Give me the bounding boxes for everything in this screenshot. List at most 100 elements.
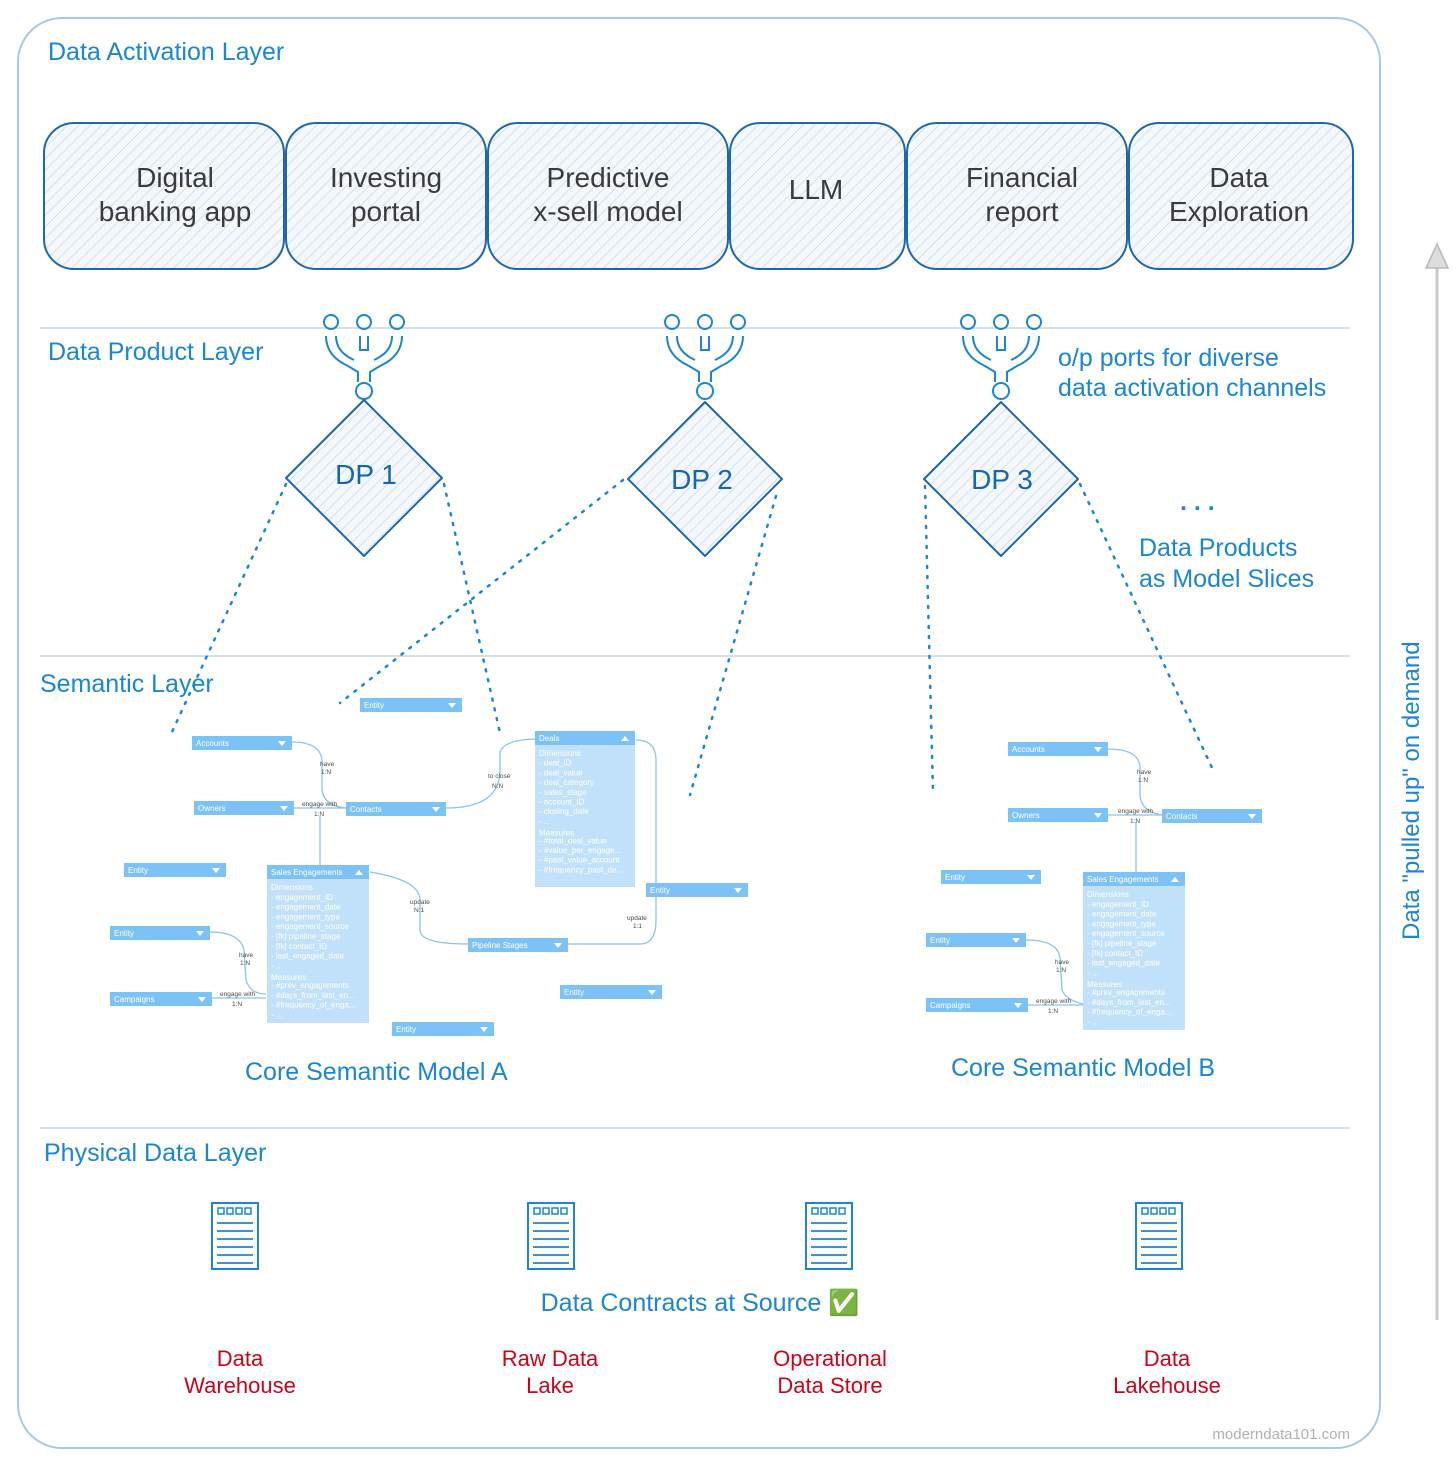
entity-field: - ...	[271, 961, 283, 970]
semantic-layer-title: Semantic Layer	[40, 670, 214, 698]
entity-label: Entity	[930, 936, 950, 945]
source-label: Warehouse	[184, 1373, 296, 1398]
data-product-1[interactable]: DP 1	[285, 399, 443, 557]
product-layer-title: Data Product Layer	[48, 338, 263, 366]
ports-note: o/p ports for diverse	[1058, 344, 1279, 372]
chevron-down-icon	[280, 806, 288, 811]
chevron-down-icon	[448, 703, 456, 708]
entity-bar[interactable]: Entity	[941, 870, 1041, 884]
rel-label: to close	[488, 773, 511, 780]
entity-field: - #value_per_engage...	[539, 846, 621, 855]
entity-contacts[interactable]: Contacts	[346, 802, 446, 816]
entity-label: Entity	[945, 873, 965, 882]
rel-label: have	[320, 761, 334, 768]
rel-label: 1:1	[633, 923, 642, 930]
entity-field: - sales_stage	[539, 788, 587, 797]
entity-contacts[interactable]: Contacts	[1162, 809, 1262, 823]
entity-campaigns[interactable]: Campaigns	[926, 998, 1028, 1012]
entity-label: Entity	[396, 1025, 416, 1034]
rel-label: 1:N	[240, 960, 250, 967]
app-label: Financial	[966, 162, 1078, 193]
rel-label: update	[410, 899, 430, 906]
entity-field: - #frequency_of_enga...	[271, 1001, 356, 1010]
rel-label: 1:N	[1048, 1008, 1058, 1015]
rel-label: 1:N	[1138, 777, 1148, 784]
entity-field: - [fk] contact_ID	[1087, 949, 1143, 958]
entity-label: Campaigns	[114, 995, 154, 1004]
entity-field: - #prev_engagements	[271, 981, 349, 990]
data-product-2[interactable]: DP 2	[627, 401, 783, 557]
dp-label: DP 2	[671, 464, 733, 495]
entity-field: - [fk] pipeline_stage	[1087, 939, 1157, 948]
app-llm[interactable]: LLM	[729, 122, 906, 270]
entity-field: - #frequency_of_enga...	[1087, 1008, 1172, 1017]
entity-bar[interactable]: Entity	[124, 863, 226, 877]
source-label: Operational	[773, 1346, 887, 1371]
entity-field: - engagement_ID	[1087, 900, 1149, 909]
dp-label: DP 3	[971, 464, 1033, 495]
entity-label: Owners	[1012, 811, 1040, 820]
physical-layer-title: Physical Data Layer	[44, 1139, 266, 1167]
app-financial-report[interactable]: Financial report	[906, 122, 1128, 270]
app-investing-portal[interactable]: Investing portal	[285, 122, 487, 270]
entity-field: - engagement_date	[1087, 910, 1157, 919]
chevron-down-icon	[734, 888, 742, 893]
entity-label: Entity	[114, 929, 134, 938]
entity-label: Accounts	[196, 739, 229, 748]
entity-deals[interactable]: Deals Dimensions- deal_ID- deal_value- d…	[535, 731, 635, 887]
entity-campaigns[interactable]: Campaigns	[110, 992, 212, 1006]
entity-owners[interactable]: Owners	[1008, 808, 1108, 822]
entity-field: - engagement_date	[271, 903, 341, 912]
entity-field: - #days_from_last_en...	[271, 991, 355, 1000]
data-product-3[interactable]: DP 3	[923, 401, 1079, 557]
rel-label: have	[1137, 769, 1151, 776]
entity-bar[interactable]: Entity	[560, 985, 662, 999]
chevron-down-icon	[554, 943, 562, 948]
entity-field: - deal_ID	[539, 759, 572, 768]
chevron-down-icon	[1012, 938, 1020, 943]
semantic-model-b: have 1:N engage with 1:N have 1:N engage…	[926, 742, 1262, 1030]
chevron-down-icon	[212, 868, 220, 873]
entity-label: Campaigns	[930, 1001, 970, 1010]
entity-sales-engagements[interactable]: Sales Engagements Dimensions- engagement…	[1083, 872, 1185, 1030]
entity-bar[interactable]: Entity	[360, 698, 462, 712]
entity-field: - [fk] contact_ID	[271, 942, 327, 951]
chevron-down-icon	[196, 931, 204, 936]
entity-bar[interactable]: Entity	[392, 1022, 494, 1036]
source-label: Data Store	[777, 1373, 882, 1398]
entity-label: Entity	[364, 701, 384, 710]
app-data-exploration[interactable]: Data Exploration	[1128, 122, 1354, 270]
entity-bar[interactable]: Entity	[110, 926, 210, 940]
rel-label: engage with	[220, 991, 255, 998]
data-contracts-label: Data Contracts at Source ✅	[541, 1288, 860, 1317]
app-predictive-model[interactable]: Predictive x-sell model	[487, 122, 729, 270]
entity-bar[interactable]: Entity	[926, 933, 1026, 947]
app-digital-banking[interactable]: Digital banking app	[43, 122, 285, 270]
chevron-down-icon	[1248, 814, 1256, 819]
watermark: moderndata101.com	[1212, 1426, 1350, 1443]
rel-label: N:N	[492, 783, 504, 790]
pull-up-arrow	[1424, 242, 1450, 1320]
rel-label: engage with	[302, 801, 337, 808]
chevron-down-icon	[1027, 875, 1035, 880]
model-b-title: Core Semantic Model B	[951, 1054, 1215, 1082]
outer-frame	[17, 17, 1381, 1449]
entity-sales-engagements[interactable]: Sales Engagements Dimensions- engagement…	[267, 865, 369, 1023]
entity-bar[interactable]: Entity	[646, 883, 748, 897]
dp-label: DP 1	[335, 459, 397, 490]
entity-accounts[interactable]: Accounts	[1008, 742, 1108, 756]
database-icon	[1135, 1202, 1183, 1270]
entity-field: - engagement_type	[271, 912, 340, 921]
entity-owners[interactable]: Owners	[194, 801, 294, 815]
entity-field: Dimensions	[539, 749, 581, 758]
entity-accounts[interactable]: Accounts	[192, 736, 292, 750]
source-label: Data	[1144, 1346, 1191, 1371]
ellipsis-note: . . .	[1180, 488, 1215, 516]
entity-field: - #prev_engagements	[1087, 988, 1165, 997]
entity-field: - last_engaged_date	[1087, 959, 1161, 968]
entity-field: - [fk] pipeline_stage	[271, 932, 341, 941]
entity-pipeline-stages[interactable]: Pipeline Stages	[468, 938, 568, 952]
entity-field: - ...	[1087, 1017, 1099, 1026]
entity-field: - deal_category	[539, 778, 594, 787]
chevron-down-icon	[1094, 747, 1102, 752]
